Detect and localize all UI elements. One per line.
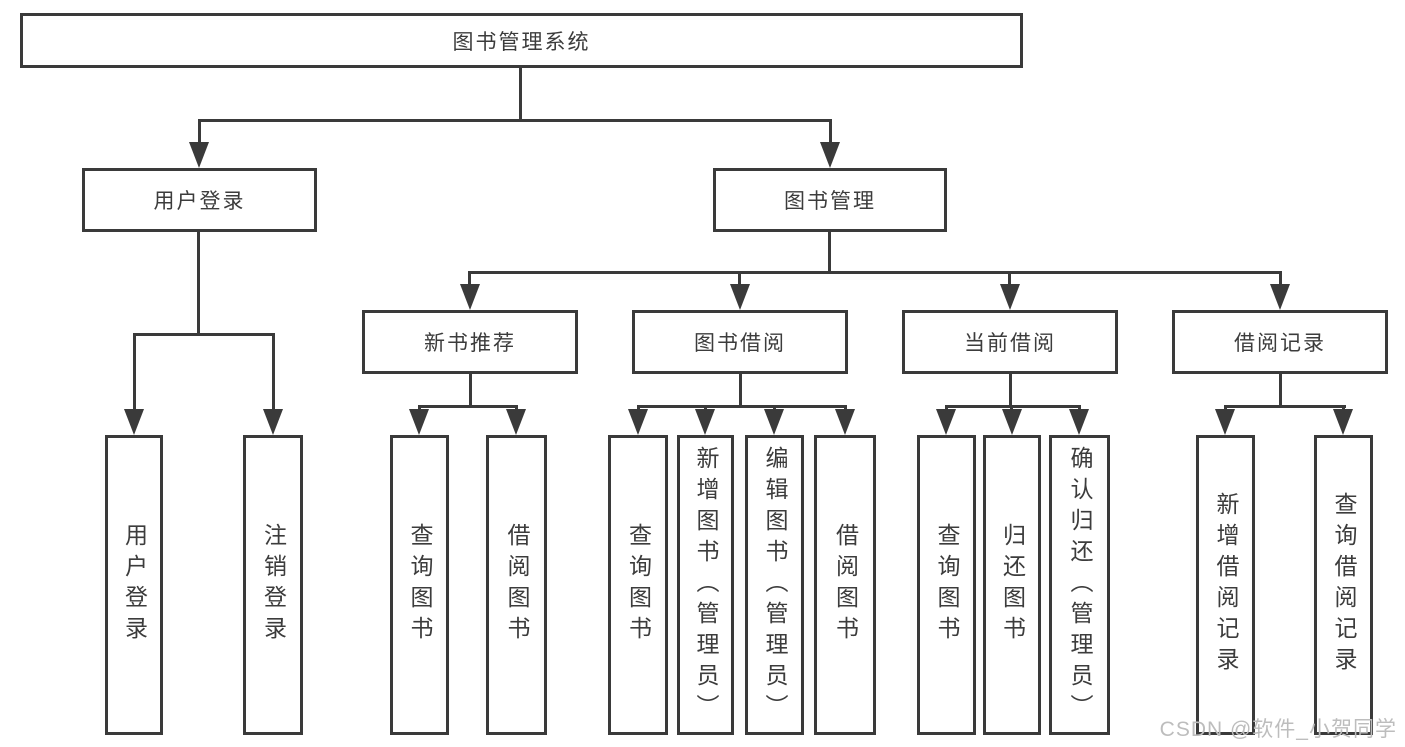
- arrowhead-down-icon: [730, 284, 750, 310]
- connector-line: [519, 68, 522, 120]
- leaf-user-login-label: 用户登录: [121, 523, 148, 647]
- arrowhead-down-icon: [263, 409, 283, 435]
- node-root-label: 图书管理系统: [452, 30, 591, 54]
- arrowhead-down-icon: [1215, 409, 1235, 435]
- leaf-borrow-books-recommend-label: 借阅图书: [504, 523, 530, 647]
- node-book-borrow-label: 图书借阅: [694, 332, 786, 355]
- arrowhead-down-icon: [1069, 409, 1089, 435]
- leaf-query-books-recommend: 查询图书: [390, 435, 449, 735]
- leaf-add-borrow-record-label: 新增借阅记录: [1213, 492, 1239, 678]
- leaf-return-books: 归还图书: [983, 435, 1041, 735]
- leaf-query-books-current: 查询图书: [917, 435, 976, 735]
- leaf-return-books-label: 归还图书: [999, 523, 1026, 647]
- leaf-query-books-borrow: 查询图书: [608, 435, 668, 735]
- arrowhead-down-icon: [124, 409, 144, 435]
- arrowhead-down-icon: [189, 142, 209, 168]
- connector-line: [828, 232, 831, 274]
- arrowhead-down-icon: [628, 409, 648, 435]
- arrowhead-down-icon: [1270, 284, 1290, 310]
- leaf-query-books-borrow-label: 查询图书: [625, 523, 652, 647]
- leaf-edit-books-admin-label: 编辑图书（管理员）: [762, 445, 788, 725]
- connector-line: [272, 333, 275, 411]
- leaf-confirm-return-admin-label: 确认归还（管理员）: [1067, 445, 1093, 725]
- node-book-management-label: 图书管理: [784, 190, 876, 213]
- leaf-edit-books-admin: 编辑图书（管理员）: [745, 435, 804, 735]
- leaf-logout: 注销登录: [243, 435, 303, 735]
- node-user-login-label: 用户登录: [153, 190, 246, 213]
- node-book-borrow: 图书借阅: [632, 310, 848, 374]
- leaf-borrow-books: 借阅图书: [814, 435, 876, 735]
- connector-line: [469, 374, 472, 408]
- watermark: CSDN @软件_小贺同学: [1159, 718, 1397, 741]
- connector-line: [1224, 405, 1346, 408]
- leaf-query-books-recommend-label: 查询图书: [407, 523, 433, 647]
- arrowhead-down-icon: [764, 409, 784, 435]
- connector-line: [1279, 271, 1282, 287]
- arrowhead-down-icon: [460, 284, 480, 310]
- node-current-borrow: 当前借阅: [902, 310, 1118, 374]
- connector-line: [829, 119, 832, 146]
- connector-line: [468, 271, 1282, 274]
- connector-line: [197, 232, 200, 336]
- connector-line: [133, 333, 136, 411]
- leaf-query-books-current-label: 查询图书: [934, 523, 960, 647]
- connector-line: [133, 333, 275, 336]
- connector-line: [1279, 374, 1282, 408]
- arrowhead-down-icon: [835, 409, 855, 435]
- arrowhead-down-icon: [1333, 409, 1353, 435]
- node-book-management: 图书管理: [713, 168, 947, 232]
- leaf-confirm-return-admin: 确认归还（管理员）: [1049, 435, 1110, 735]
- leaf-query-borrow-record-label: 查询借阅记录: [1331, 492, 1357, 678]
- leaf-borrow-books-recommend: 借阅图书: [486, 435, 547, 735]
- arrowhead-down-icon: [409, 409, 429, 435]
- node-user-login: 用户登录: [82, 168, 317, 232]
- arrowhead-down-icon: [1000, 284, 1020, 310]
- arrowhead-down-icon: [820, 142, 840, 168]
- connector-line: [198, 119, 201, 146]
- leaf-add-books-admin: 新增图书（管理员）: [677, 435, 734, 735]
- connector-line: [1009, 374, 1012, 408]
- node-new-book-recommend-label: 新书推荐: [424, 332, 516, 355]
- arrowhead-down-icon: [506, 409, 526, 435]
- arrowhead-down-icon: [1002, 409, 1022, 435]
- arrowhead-down-icon: [936, 409, 956, 435]
- connector-line: [418, 405, 518, 408]
- arrowhead-down-icon: [695, 409, 715, 435]
- leaf-add-books-admin-label: 新增图书（管理员）: [693, 445, 719, 725]
- node-borrow-record-label: 借阅记录: [1234, 332, 1326, 355]
- connector-line: [1008, 271, 1011, 287]
- leaf-logout-label: 注销登录: [260, 523, 287, 647]
- connector-line: [739, 374, 742, 408]
- connector-line: [637, 405, 847, 408]
- node-current-borrow-label: 当前借阅: [964, 332, 1056, 355]
- leaf-borrow-books-label: 借阅图书: [832, 523, 859, 647]
- node-new-book-recommend: 新书推荐: [362, 310, 578, 374]
- leaf-query-borrow-record: 查询借阅记录: [1314, 435, 1373, 735]
- node-root: 图书管理系统: [20, 13, 1023, 68]
- connector-line: [468, 271, 471, 287]
- connector-line: [738, 271, 741, 287]
- node-borrow-record: 借阅记录: [1172, 310, 1388, 374]
- leaf-add-borrow-record: 新增借阅记录: [1196, 435, 1255, 735]
- connector-line: [945, 405, 1081, 408]
- leaf-user-login: 用户登录: [105, 435, 163, 735]
- connector-line: [198, 119, 832, 122]
